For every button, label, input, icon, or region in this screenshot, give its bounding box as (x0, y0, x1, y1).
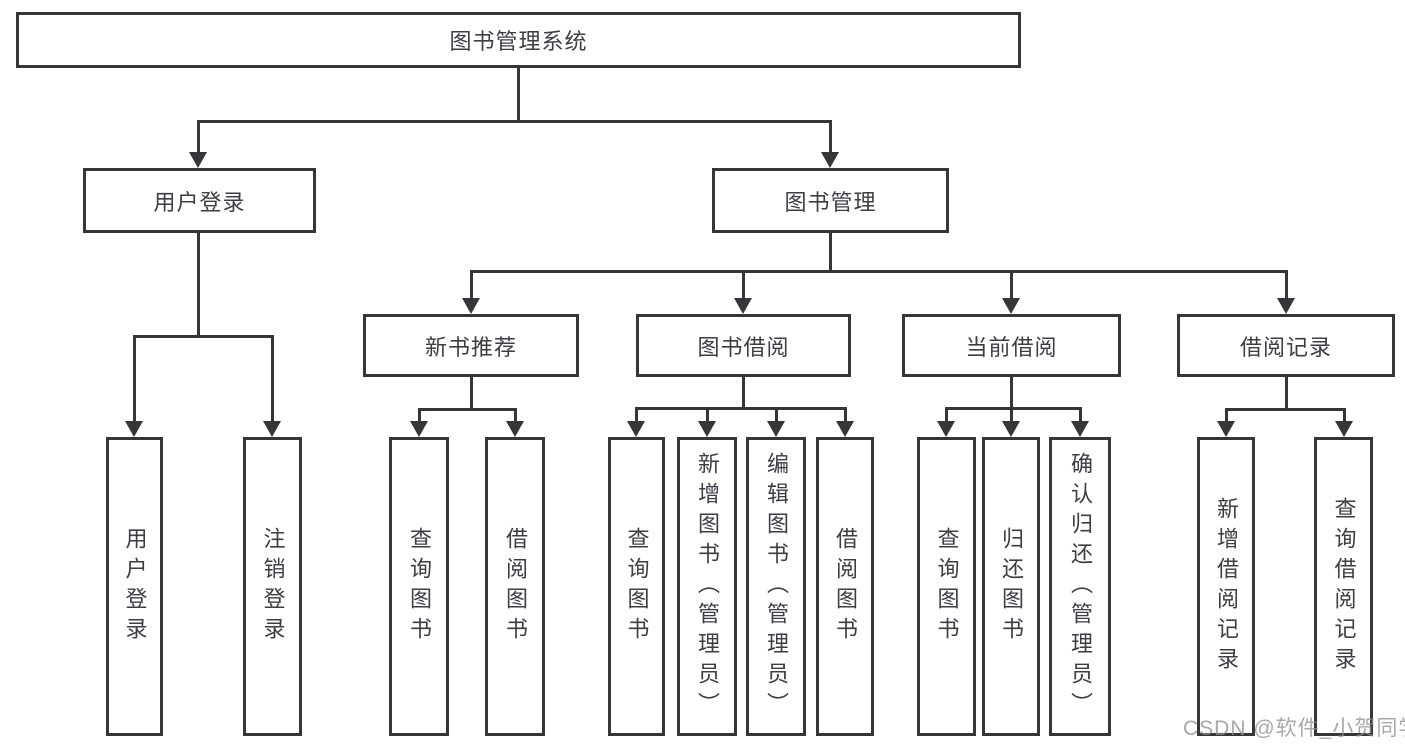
connector-to-leaf-query-books-3 (945, 407, 948, 422)
connector-book-borrowing-crossbar (635, 407, 847, 410)
leaf-label: 归还图书 (999, 526, 1024, 647)
arrowhead-leaf-confirm-return (1071, 421, 1089, 437)
connector-to-leaf-confirm-return (1079, 407, 1082, 422)
leaf-return-books: 归还图书 (982, 437, 1040, 736)
connector-to-leaf-borrow-books-1 (514, 408, 517, 422)
leaf-add-books-admin: 新增图书（管理员） (677, 437, 737, 736)
node-new-book-recommendation: 新书推荐 (363, 314, 579, 377)
connector-root-stem (517, 68, 520, 123)
leaf-query-books-current: 查询图书 (917, 437, 976, 736)
arrowhead-leaf-borrow-books-2 (836, 421, 854, 437)
node-label: 当前借阅 (965, 334, 1058, 360)
leaf-label: 查询图书 (407, 526, 432, 647)
arrowhead-leaf-add-record (1217, 421, 1235, 437)
leaf-label: 新增图书（管理员） (695, 451, 720, 722)
leaf-label: 编辑图书（管理员） (764, 451, 789, 722)
leaf-label: 确认归还（管理员） (1068, 451, 1093, 722)
arrowhead-leaf-query-books-3 (937, 421, 955, 437)
node-label: 借阅记录 (1239, 334, 1332, 360)
connector-new-book-stem (470, 377, 473, 409)
node-label: 新书推荐 (424, 334, 517, 360)
connector-to-leaf-return-books (1010, 407, 1013, 422)
connector-to-user-login (197, 120, 200, 153)
arrowhead-leaf-borrow-books-1 (506, 421, 524, 437)
arrowhead-leaf-user-login (125, 421, 143, 437)
connector-to-leaf-query-books-2 (635, 407, 638, 422)
leaf-query-borrow-record: 查询借阅记录 (1314, 437, 1373, 736)
arrowhead-book-borrowing (734, 298, 752, 314)
node-current-borrowing: 当前借阅 (902, 314, 1121, 377)
leaf-logout: 注销登录 (243, 437, 302, 736)
leaf-label: 查询图书 (624, 526, 650, 647)
node-book-borrowing: 图书借阅 (636, 314, 851, 377)
arrowhead-borrowing-records (1277, 298, 1295, 314)
leaf-edit-books-admin: 编辑图书（管理员） (746, 437, 806, 736)
csdn-watermark: CSDN @软件_小贺同学 (1183, 717, 1405, 740)
arrowhead-leaf-query-books-2 (627, 421, 645, 437)
arrowhead-leaf-add-books (698, 421, 716, 437)
connector-root-crossbar (197, 120, 832, 123)
leaf-borrow-books-borrowing: 借阅图书 (816, 437, 874, 736)
leaf-label: 新增借阅记录 (1214, 496, 1239, 677)
node-label: 图书借阅 (697, 334, 790, 360)
connector-to-current-borrowing (1010, 270, 1013, 298)
leaf-add-borrow-record: 新增借阅记录 (1197, 437, 1255, 736)
leaf-label: 借阅图书 (833, 526, 858, 647)
connector-to-borrowing-records (1285, 270, 1288, 298)
node-borrowing-records: 借阅记录 (1177, 314, 1395, 377)
connector-to-leaf-add-books (706, 407, 709, 422)
leaf-query-books-borrowing: 查询图书 (608, 437, 665, 736)
connector-current-borrowing-crossbar (945, 407, 1082, 410)
leaf-label: 查询图书 (934, 526, 960, 647)
connector-new-book-crossbar (418, 408, 517, 411)
arrowhead-leaf-query-record (1335, 421, 1353, 437)
arrowhead-current-borrowing (1002, 298, 1020, 314)
leaf-query-books-recommend: 查询图书 (389, 437, 449, 736)
connector-book-borrowing-stem (742, 377, 745, 408)
connector-to-book-management (829, 120, 832, 153)
leaf-confirm-return-admin: 确认归还（管理员） (1049, 437, 1111, 736)
node-label: 图书管理系统 (449, 29, 588, 54)
connector-to-leaf-logout (271, 335, 274, 421)
connector-to-leaf-query-books-1 (418, 408, 421, 422)
connector-to-leaf-query-record (1343, 408, 1346, 422)
leaf-borrow-books-recommend: 借阅图书 (485, 437, 545, 736)
connector-to-book-borrowing (742, 270, 745, 298)
arrowhead-leaf-return-books (1002, 421, 1020, 437)
arrowhead-leaf-logout (263, 421, 281, 437)
arrowhead-leaf-query-books-1 (410, 421, 428, 437)
node-library-management-system: 图书管理系统 (16, 12, 1021, 68)
connector-borrowing-records-crossbar (1225, 408, 1346, 411)
leaf-label: 查询借阅记录 (1331, 496, 1357, 677)
arrowhead-leaf-edit-books (767, 421, 785, 437)
node-book-management: 图书管理 (712, 168, 949, 233)
node-label: 用户登录 (153, 189, 246, 215)
connector-current-borrowing-stem (1010, 377, 1013, 408)
connector-borrowing-records-stem (1285, 377, 1288, 409)
connector-to-leaf-borrow-books-2 (844, 407, 847, 422)
connector-to-leaf-add-record (1225, 408, 1228, 422)
arrowhead-user-login (189, 152, 207, 168)
node-user-login: 用户登录 (83, 168, 316, 233)
leaf-label: 用户登录 (122, 526, 148, 647)
connector-user-login-stem (197, 233, 200, 337)
connector-user-login-crossbar (133, 335, 274, 338)
connector-to-leaf-user-login (133, 335, 136, 421)
connector-book-management-stem (829, 233, 832, 272)
leaf-label: 注销登录 (260, 526, 286, 647)
arrowhead-book-management (821, 152, 839, 168)
arrowhead-new-book (462, 298, 480, 314)
leaf-user-login: 用户登录 (106, 437, 163, 736)
connector-to-leaf-edit-books (775, 407, 778, 422)
connector-to-new-book (470, 270, 473, 298)
leaf-label: 借阅图书 (503, 526, 528, 647)
connector-book-management-crossbar (470, 270, 1288, 273)
node-label: 图书管理 (784, 189, 877, 215)
